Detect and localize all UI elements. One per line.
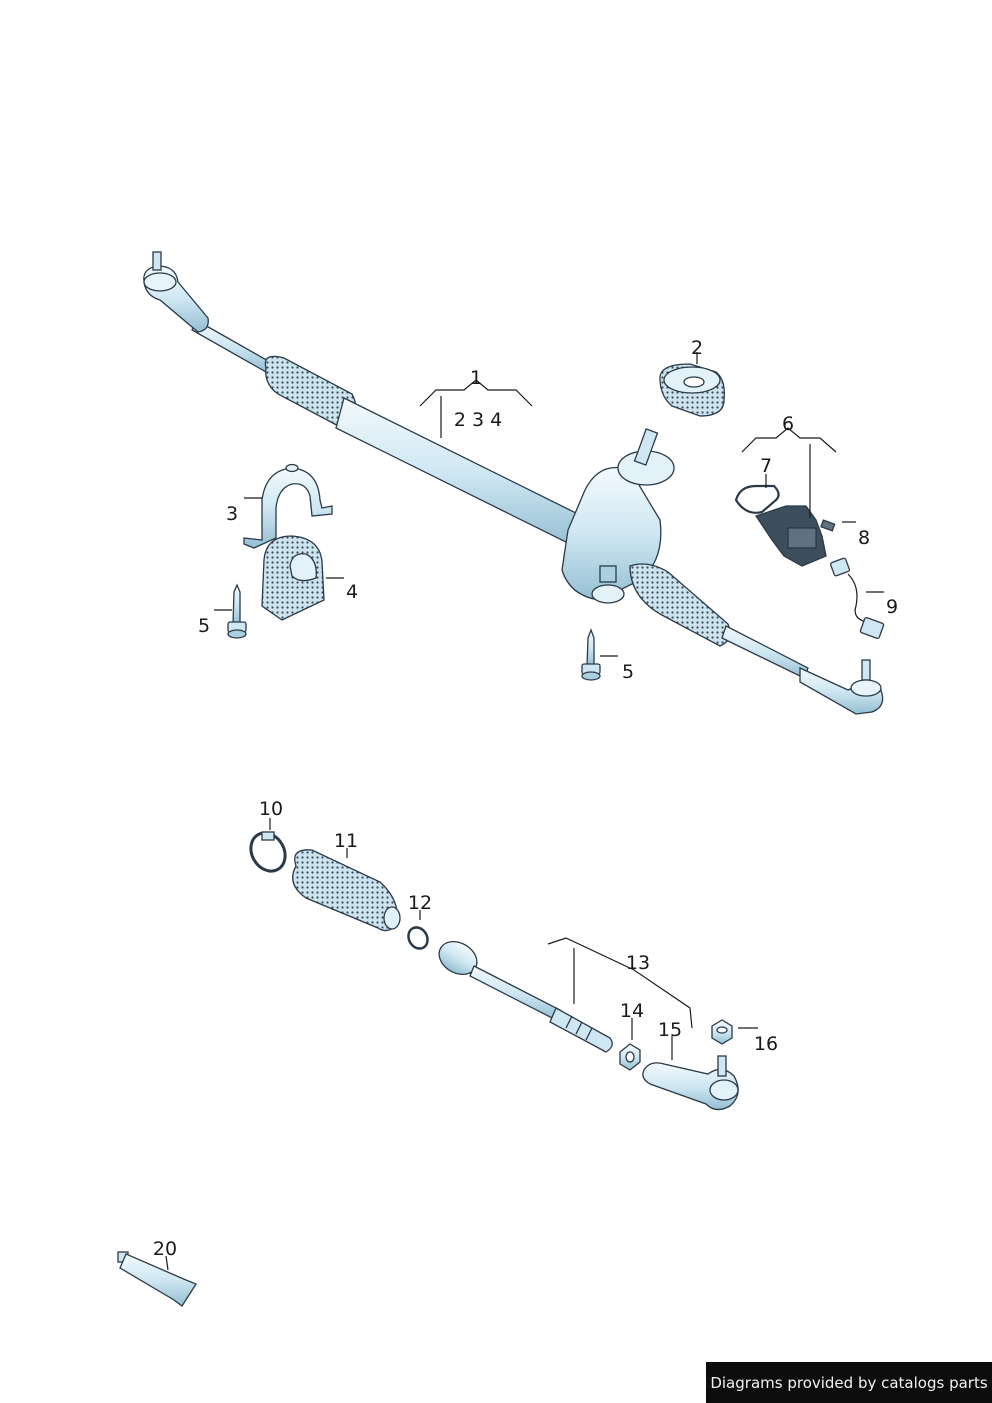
tie-rod-end-part-15 bbox=[642, 1055, 739, 1111]
callout-20: 20 bbox=[153, 1238, 177, 1260]
right-tie-rod-end bbox=[799, 659, 884, 715]
callout-4: 4 bbox=[346, 581, 358, 603]
callout-15: 15 bbox=[658, 1019, 682, 1041]
sensor-part-6 bbox=[754, 505, 827, 567]
callout-3: 3 bbox=[226, 503, 238, 525]
right-bellows-boot bbox=[629, 563, 731, 647]
credit-text: Diagrams provided by catalogs parts bbox=[710, 1373, 988, 1392]
callout-14: 14 bbox=[620, 1000, 644, 1022]
callout-9: 9 bbox=[886, 596, 898, 618]
nut-part-16 bbox=[711, 1019, 733, 1045]
callout-12: 12 bbox=[408, 892, 432, 914]
bolt-part-8 bbox=[820, 519, 836, 532]
callout-7: 7 bbox=[760, 455, 772, 477]
leader-lines bbox=[165, 352, 884, 1271]
callout-1-sub-items: 2 3 4 bbox=[454, 409, 502, 431]
steering-rack-assembly bbox=[143, 251, 884, 715]
nut-part-14 bbox=[619, 1043, 641, 1071]
screw-part-5-left bbox=[227, 583, 247, 639]
callout-2: 2 bbox=[691, 337, 703, 359]
callout-5-left: 5 bbox=[198, 615, 210, 637]
callout-13: 13 bbox=[626, 952, 650, 974]
tie-rod-part-13 bbox=[438, 940, 613, 1053]
callout-10: 10 bbox=[259, 798, 283, 820]
callout-8: 8 bbox=[858, 527, 870, 549]
clamp-bracket-part-3 bbox=[243, 463, 333, 549]
rubber-bush-part-4 bbox=[261, 535, 325, 621]
clamp-ring-part-10 bbox=[249, 831, 287, 873]
mounting-rubber-part-2 bbox=[659, 363, 725, 417]
callout-1: 1 bbox=[470, 367, 482, 389]
screw-part-5-right bbox=[581, 628, 601, 681]
wiring-part-9 bbox=[830, 557, 885, 640]
callout-16: 16 bbox=[754, 1033, 778, 1055]
grease-tube-part-20 bbox=[117, 1251, 197, 1307]
bellows-boot-part-11 bbox=[292, 849, 401, 932]
small-clamp-part-12 bbox=[407, 926, 429, 950]
seal-part-7 bbox=[734, 484, 780, 514]
diagram-credit-banner: Diagrams provided by catalogs parts bbox=[706, 1362, 992, 1403]
callout-11: 11 bbox=[334, 830, 358, 852]
callout-5-right: 5 bbox=[622, 661, 634, 683]
left-tie-rod-end bbox=[143, 251, 209, 333]
callout-6: 6 bbox=[782, 413, 794, 435]
